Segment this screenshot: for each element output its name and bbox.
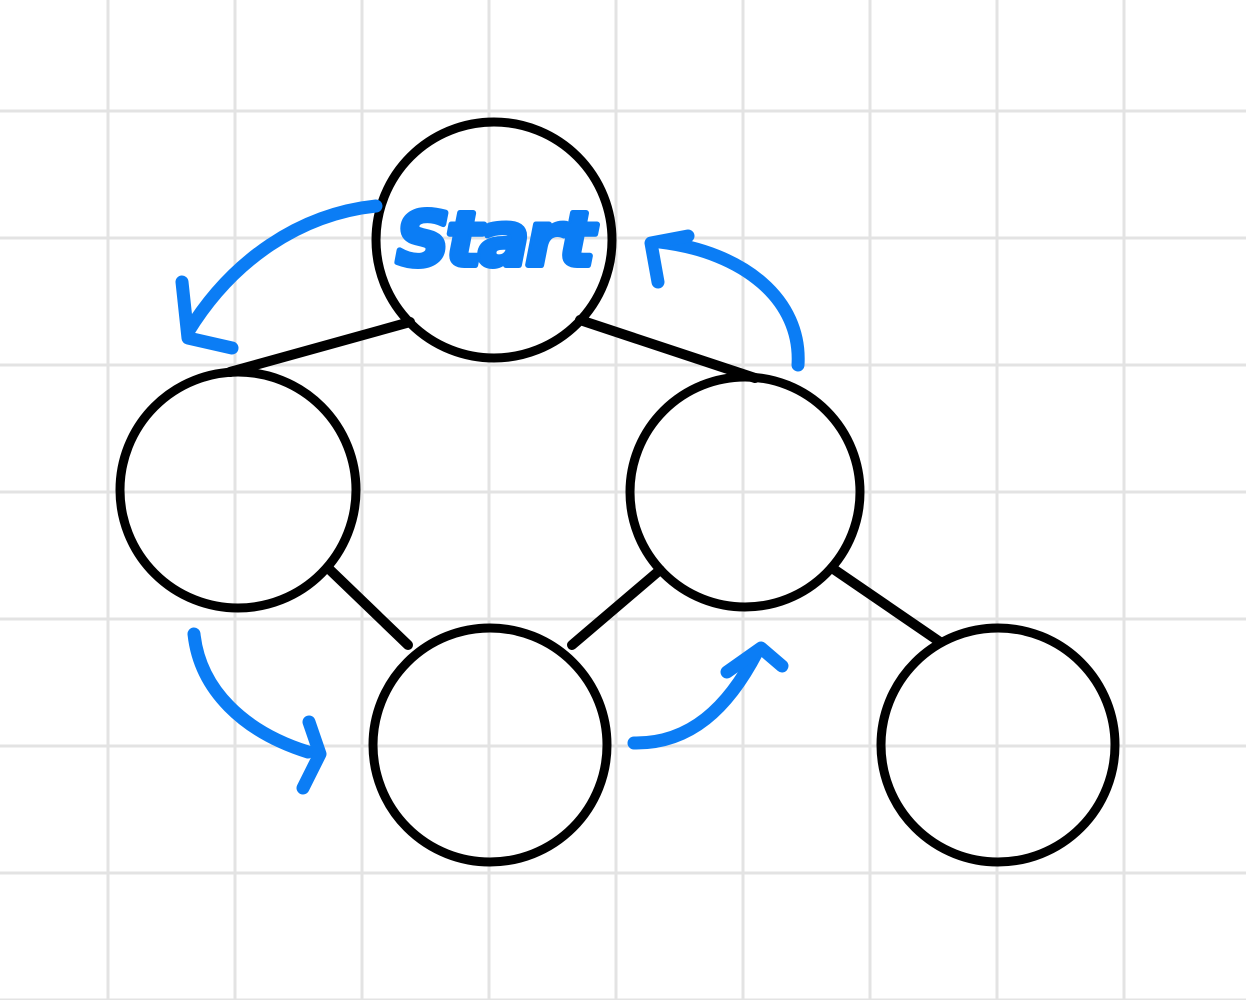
tree-edge-right-bottommid [567,565,665,650]
tree-edge-start-right [575,315,760,383]
arrow-bottom-left-shaft [187,627,315,759]
arrow-top-left-head [175,275,239,355]
tree-node-start[interactable] [371,117,617,363]
arrow-top-right-shaft [653,235,805,372]
node-group [115,117,1120,867]
arrow-top-left-shaft [181,199,383,339]
arrow-bottom-middle-shaft [627,645,764,750]
tree-node-right[interactable] [625,372,865,612]
edge-group [225,315,945,650]
annotation-arrow-group [175,199,805,795]
tree-node-left[interactable] [115,367,361,613]
tree-edge-left-bottommid [323,563,413,650]
tree-node-bottom-mid[interactable] [368,623,612,867]
grid-vertical-lines [106,0,1126,1000]
tree-edge-start-left [225,317,415,377]
start-handwritten-label: Start [396,197,597,283]
tree-edge-right-bottomright [827,563,945,647]
arrow-bottom-middle-head [720,641,789,679]
grid-horizontal-lines [0,109,1246,1000]
tree-node-bottom-right[interactable] [876,623,1120,867]
arrow-bottom-left-head [296,715,327,795]
arrow-top-right-head [644,229,695,289]
